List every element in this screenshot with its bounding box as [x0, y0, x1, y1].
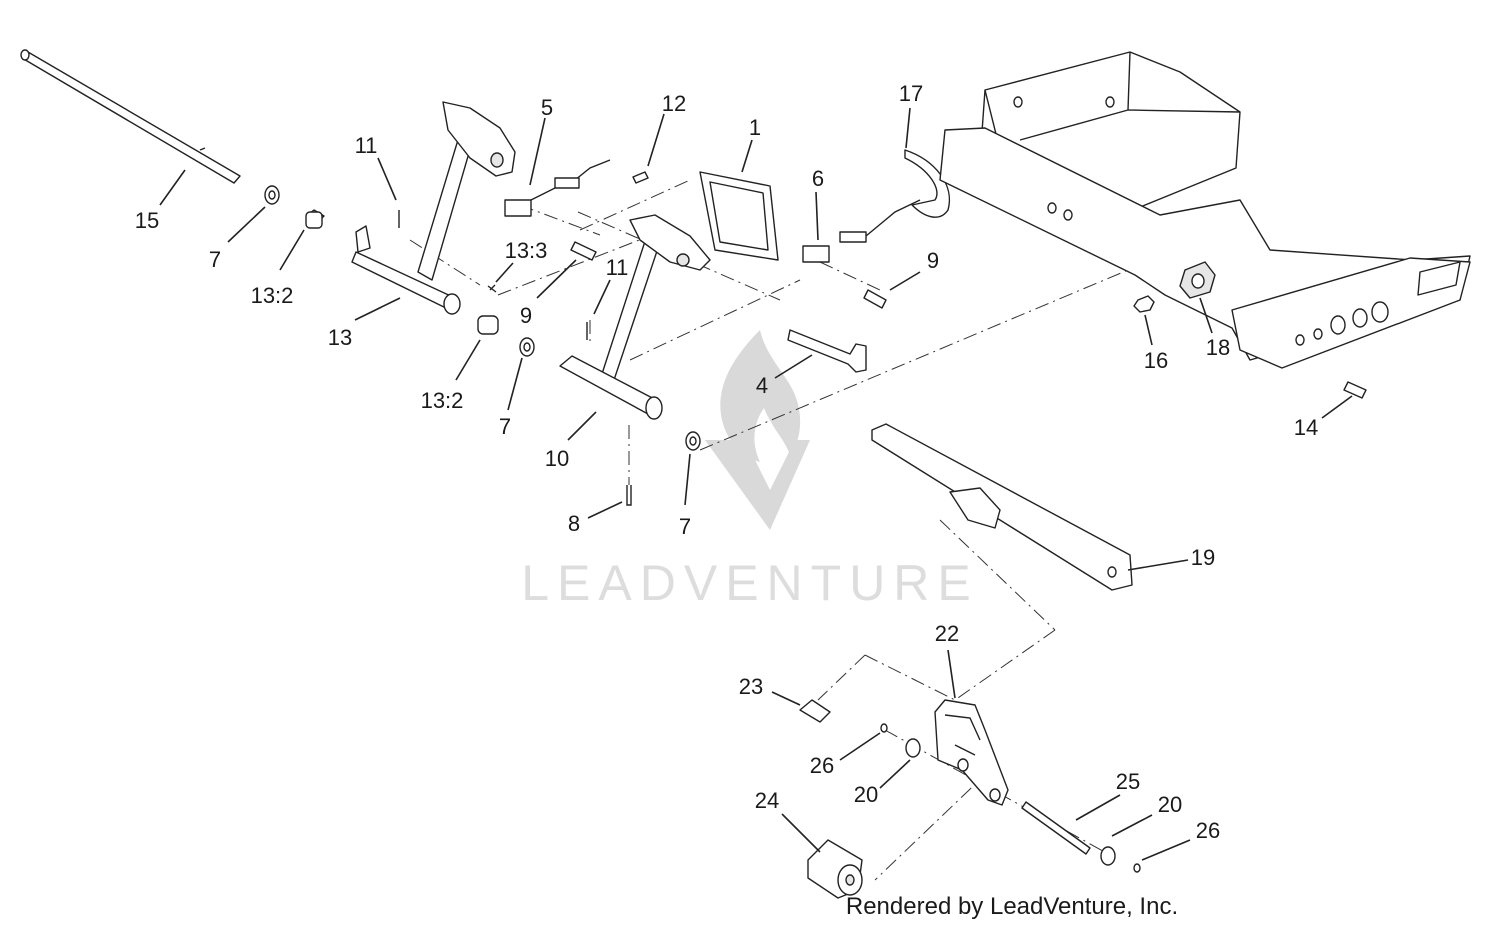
watermark-text: LEADVENTURE	[521, 555, 979, 611]
callout-24: 24	[755, 788, 779, 813]
callout-13-2: 13:2	[421, 388, 464, 413]
callout-13-2: 13:2	[251, 283, 294, 308]
callout-16: 16	[1144, 348, 1168, 373]
callout-23: 23	[739, 674, 763, 699]
callout-7: 7	[499, 414, 511, 439]
callout-8: 8	[568, 511, 580, 536]
pedal-part-11	[599, 214, 711, 387]
spacer-part-13-2-b	[477, 315, 499, 335]
callout-11: 11	[606, 255, 629, 280]
axle-part-25	[1021, 801, 1091, 855]
callout-1: 1	[749, 115, 761, 140]
bolt-part-14	[1343, 381, 1367, 399]
washer-part-20-a	[905, 738, 921, 758]
callout-25: 25	[1116, 769, 1140, 794]
switch-part-6	[802, 199, 921, 263]
bearing-part-18	[1179, 261, 1216, 299]
cotter-part-8	[626, 485, 632, 506]
nut-part-16	[1133, 295, 1155, 313]
clip-part-26-b	[1133, 863, 1141, 873]
shaft-part-15	[20, 49, 241, 184]
switch-part-5	[504, 159, 611, 217]
frame-part	[939, 51, 1471, 369]
render-credit: Rendered by LeadVenture, Inc.	[846, 893, 1178, 920]
tube-part-10	[559, 355, 663, 420]
washer-part-20-b	[1100, 846, 1116, 866]
watermark-logo	[705, 330, 810, 530]
assembly-centerlines	[409, 179, 1141, 881]
callout-4: 4	[756, 373, 768, 398]
clip-part-26-a	[880, 723, 888, 733]
cable-clip-part-17	[904, 149, 951, 218]
rod-part-4	[787, 329, 867, 373]
bracket-part-22	[934, 699, 1009, 806]
callout-19: 19	[1191, 545, 1215, 570]
callout-11: 11	[355, 133, 378, 158]
pedal-assembly-part-13	[351, 101, 516, 315]
washer-part-7-c-hole	[689, 436, 697, 446]
callout-13: 13	[328, 325, 352, 350]
callout-6: 6	[812, 166, 824, 191]
pedal-pad-part-1	[699, 171, 779, 261]
callout-10: 10	[545, 446, 569, 471]
bolt-part-23	[799, 699, 831, 723]
callout-26: 26	[1196, 818, 1220, 843]
callout-18: 18	[1206, 335, 1230, 360]
callout-20: 20	[1158, 792, 1182, 817]
spacer-part-13-2-a	[305, 209, 325, 229]
callout-9: 9	[927, 248, 939, 273]
callout-14: 14	[1294, 415, 1318, 440]
callout-7: 7	[679, 514, 691, 539]
callout-22: 22	[935, 621, 959, 646]
callout-17: 17	[899, 81, 923, 106]
washer-part-7-b-hole	[523, 342, 531, 352]
pin-part-12	[632, 171, 649, 184]
washer-part-7-a-hole	[268, 190, 276, 200]
callout-26: 26	[810, 753, 834, 778]
bracket-part-19	[871, 423, 1133, 591]
pin-part-9-b	[863, 289, 887, 309]
roller-part-24	[807, 839, 863, 899]
callout-9: 9	[520, 303, 532, 328]
callout-20: 20	[854, 782, 878, 807]
cotter-part-13-3	[487, 284, 497, 293]
callout-15: 15	[135, 208, 159, 233]
callout-13-3: 13:3	[505, 238, 548, 263]
callout-5: 5	[541, 95, 553, 120]
pin-part-9-a	[570, 241, 597, 261]
callout-12: 12	[662, 91, 686, 116]
leader-lines	[159, 107, 1353, 861]
callout-7: 7	[209, 247, 221, 272]
